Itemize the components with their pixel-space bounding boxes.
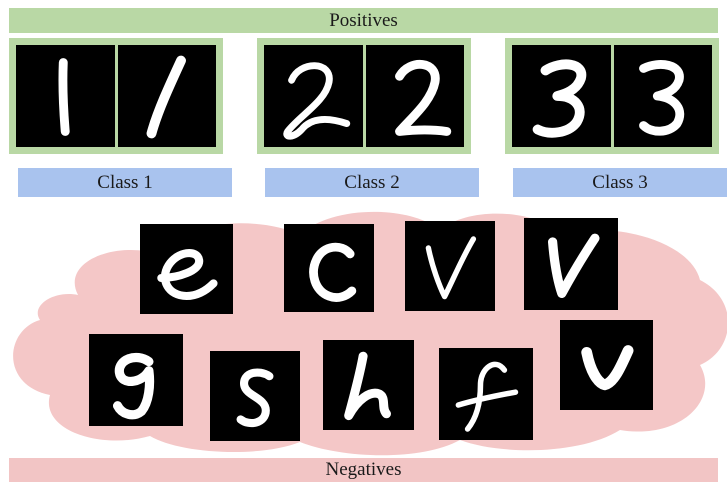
negatives-footer: Negatives	[9, 458, 718, 482]
negative-sample-v-image	[405, 221, 495, 311]
negative-sample-v-bold-image	[524, 218, 618, 310]
class-2-positive-pair	[257, 38, 471, 154]
negative-sample-h-image	[323, 340, 414, 430]
class-3-sample-b-image	[613, 45, 712, 147]
class-3-label: Class 3	[513, 168, 727, 197]
negative-sample-g-image	[89, 334, 183, 426]
class-3-positive-pair	[505, 38, 719, 154]
class-1-sample-b-image	[117, 45, 216, 147]
class-1-positive-pair	[9, 38, 223, 154]
class-1-label: Class 1	[18, 168, 232, 197]
class-3-sample-a-image	[512, 45, 611, 147]
class-2-sample-a-image	[264, 45, 363, 147]
class-2-sample-b-image	[365, 45, 464, 147]
negative-sample-s-image	[210, 351, 300, 441]
class-2-label: Class 2	[265, 168, 479, 197]
negative-sample-e-image	[140, 224, 233, 314]
class-1-sample-a-image	[16, 45, 115, 147]
negative-sample-c-image	[284, 224, 374, 312]
negative-sample-f-image	[439, 348, 533, 440]
negative-sample-v-round-image	[560, 320, 653, 410]
positives-header: Positives	[9, 8, 718, 33]
